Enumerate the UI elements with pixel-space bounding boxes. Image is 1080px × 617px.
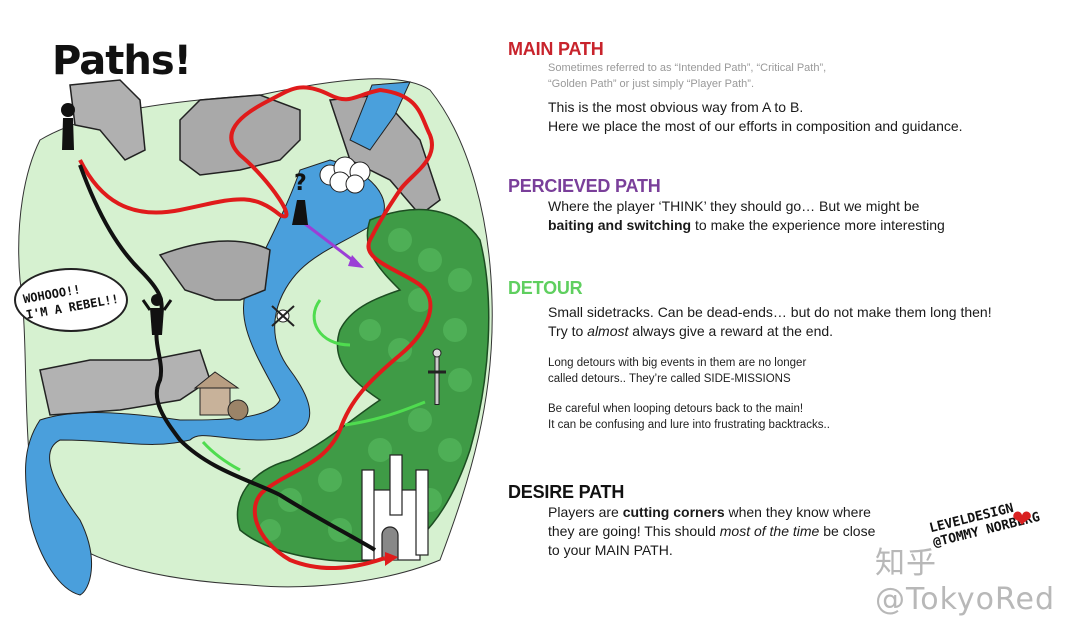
bold-phrase: baiting and switching <box>548 217 692 233</box>
main-path-line <box>78 85 434 570</box>
detour-line-1: Small sidetracks. Can be dead-ends… but … <box>548 304 992 320</box>
river <box>25 159 385 596</box>
perceived-path-arrow <box>299 218 356 264</box>
cliff-top-left <box>69 79 146 161</box>
perceived-path-heading: PERCIEVED PATH <box>508 176 661 196</box>
main-path-note-2: “Golden Path” or just simply “Player Pat… <box>548 78 755 90</box>
bold-phrase: cutting corners <box>622 504 725 520</box>
detour-note-2-line-2: It can be confusing and lure into frustr… <box>548 419 830 431</box>
rebel-character <box>141 294 173 335</box>
svg-text:?: ? <box>294 171 307 196</box>
confused-character: ? <box>292 171 308 225</box>
perceived-path-arrowhead <box>348 255 364 268</box>
line-rest: to make the experience more interesting <box>691 217 945 233</box>
text-part: Players are <box>548 504 623 520</box>
italic-phrase: most of the time <box>719 523 820 539</box>
main-path-heading: MAIN PATH <box>508 39 604 59</box>
detour-arrow-2 <box>344 400 426 427</box>
main-path-line-2: Here we place the most of our efforts in… <box>548 118 963 134</box>
skull-icon <box>271 305 295 327</box>
waterfall <box>349 81 411 151</box>
watermark: 知乎 @TokyoRed <box>875 546 1055 617</box>
main-path-note-1: Sometimes referred to as “Intended Path”… <box>548 62 827 74</box>
desire-path-line-1: Players are cutting corners when they kn… <box>548 503 875 522</box>
text-part: Try to <box>548 323 588 339</box>
start-character <box>61 103 75 150</box>
section-main-path: MAIN PATH Sometimes referred to as “Inte… <box>508 39 963 136</box>
text-part: always give a reward at the end. <box>628 323 834 339</box>
italic-word: almost <box>587 323 629 339</box>
section-perceived-path: PERCIEVED PATH Where the player ‘THINK’ … <box>508 176 945 235</box>
waterfall-splash <box>319 156 371 194</box>
text-part: they are going! This should <box>548 523 720 539</box>
desire-path-line-3: to your MAIN PATH. <box>548 542 673 558</box>
section-detour: DETOUR Small sidetracks. Can be dead-end… <box>508 278 992 433</box>
main-path-line-1: This is the most obvious way from A to B… <box>548 99 804 115</box>
text-part: be close <box>819 523 876 539</box>
perceived-path-line-1: Where the player ‘THINK’ they should go…… <box>548 198 920 214</box>
main-path-arrowhead <box>385 552 398 566</box>
cliff-top-middle <box>179 94 301 176</box>
detour-line-2: Try to almost always give a reward at th… <box>548 322 992 341</box>
cliff-middle <box>158 240 271 301</box>
desire-path-line-2: they are going! This should most of the … <box>548 522 875 541</box>
detour-heading: DETOUR <box>508 278 583 298</box>
paths-illustration: ? <box>18 78 493 596</box>
section-desire-path: DESIRE PATH Players are cutting corners … <box>508 482 875 560</box>
detour-arrow-3 <box>201 440 241 472</box>
detour-note-2-line-1: Be careful when looping detours back to … <box>548 403 804 415</box>
speech-bubble <box>14 268 128 332</box>
detour-note-1-line-1: Long detours with big events in them are… <box>548 357 807 369</box>
heart-icon: ❤ <box>1012 506 1033 533</box>
detour-arrow-1 <box>312 299 351 347</box>
detour-note-1-line-2: called detours.. They’re called SIDE-MIS… <box>548 373 791 385</box>
desire-path-heading: DESIRE PATH <box>508 482 625 502</box>
castle-goal <box>361 454 429 561</box>
perceived-path-line-2: baiting and switching to make the experi… <box>548 216 945 235</box>
watermill <box>193 371 249 421</box>
sword-icon <box>428 348 446 405</box>
illustration-title: Paths! <box>52 38 192 84</box>
text-part: when they know where <box>724 504 871 520</box>
desire-path-line <box>78 164 377 552</box>
